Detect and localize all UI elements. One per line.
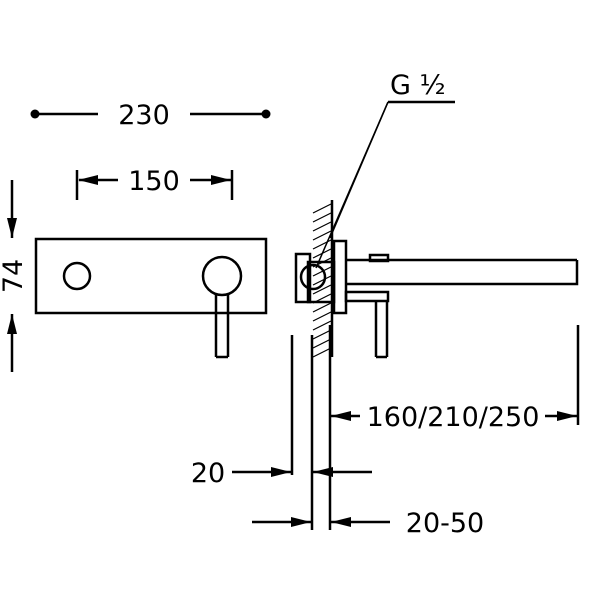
thread-label: G ½ [390,70,446,101]
wall-hatch-line [312,275,332,286]
thread-callout: G ½ [315,70,455,269]
dim-label-handle-spacing: 150 [128,166,180,197]
wall-hatch-line [312,302,332,313]
dimension-plate-offset: 20 [191,335,372,530]
wall-hatch-line [312,284,332,295]
front-plate [34,237,268,315]
wall-hatch-line [312,212,332,223]
wall-hatch-line [312,338,332,349]
wall-hatch-line [312,221,332,232]
diverter-knob [62,261,92,291]
dim-label-total-width: 230 [118,100,170,131]
wall-hatch-line [312,203,332,214]
wall-hatch-line [312,347,332,358]
side-handle [344,290,390,359]
side-view: G ½ [191,70,580,539]
dim-label-spout-length: 160/210/250 [367,402,540,433]
dimension-plate-height: 74 [0,180,29,372]
wall-hatch-line [312,230,332,241]
spout [346,253,579,286]
dim-label-plate-height: 74 [0,259,29,293]
wall-hatch-line [312,266,332,277]
dim-label-plate-offset: 20 [191,458,225,489]
dimension-wall-range: 20-50 [252,508,484,539]
dimension-total-width: 230 [30,100,271,131]
wall-hatch-line [312,320,332,331]
wall-hatch-line [312,311,332,322]
front-view: 230 150 74 [0,100,271,372]
mixer-handle [201,255,243,359]
dim-label-wall-range: 20-50 [406,508,484,539]
dimension-spout-length: 160/210/250 [328,325,580,530]
dimension-handle-spacing: 150 [75,166,234,200]
wall-hatch-line [312,329,332,340]
side-plate [332,239,348,315]
